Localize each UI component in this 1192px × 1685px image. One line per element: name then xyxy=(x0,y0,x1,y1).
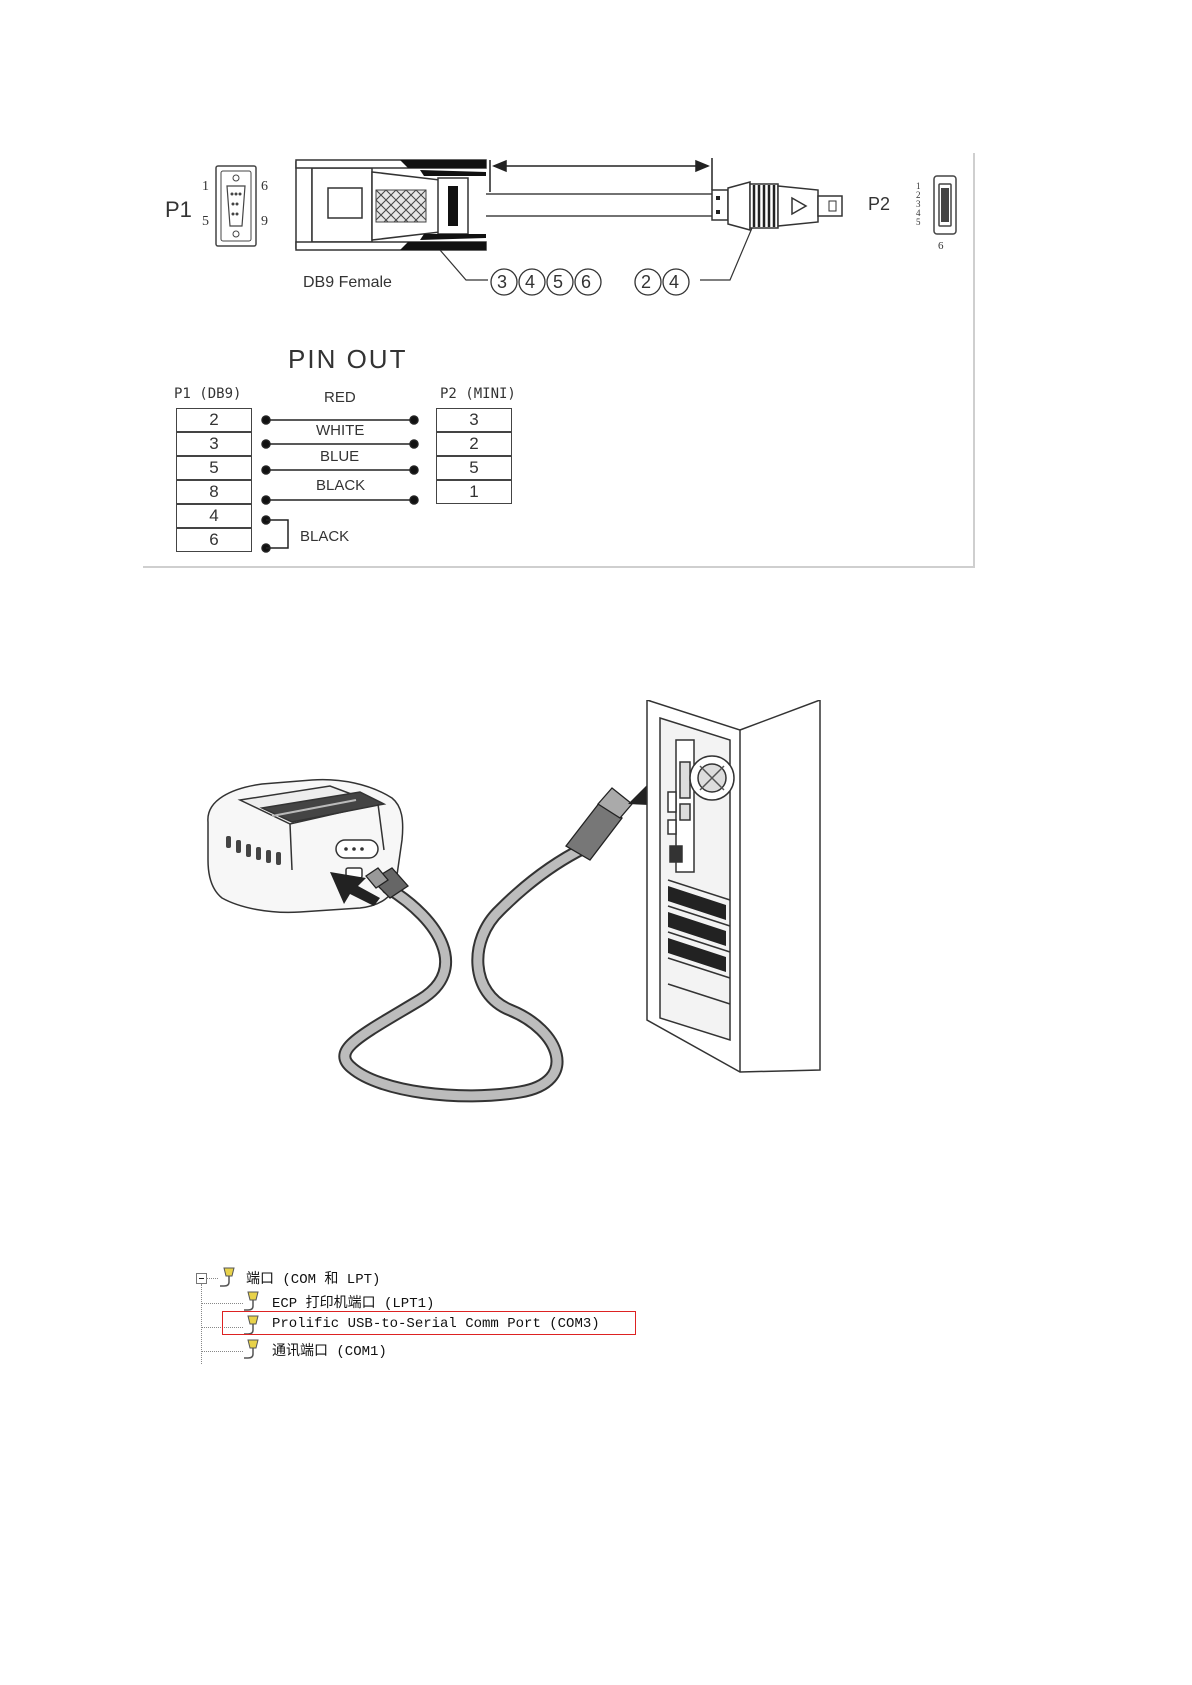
wire-label: BLUE xyxy=(320,448,359,465)
port-plug-icon xyxy=(242,1338,264,1360)
collapse-toggle-icon[interactable] xyxy=(196,1273,207,1284)
port-plug-icon xyxy=(218,1266,240,1288)
wire-label: RED xyxy=(324,389,356,406)
wire-label: BLACK xyxy=(316,477,365,494)
port-plug-icon xyxy=(242,1290,264,1312)
pinout-wires xyxy=(0,0,1192,600)
tree-item-lpt1[interactable]: ECP 打印机端口 (LPT1) xyxy=(272,1292,434,1312)
wire-label-ground: BLACK xyxy=(300,528,349,545)
tree-root-label[interactable]: 端口 (COM 和 LPT) xyxy=(246,1268,380,1288)
printer-icon xyxy=(208,780,403,913)
pc-tower-icon xyxy=(647,700,820,1072)
tree-item-com1[interactable]: 通讯端口 (COM1) xyxy=(272,1340,387,1360)
wire-label: WHITE xyxy=(316,422,364,439)
connection-illustration xyxy=(0,700,1192,1120)
tree-item-com3[interactable]: Prolific USB-to-Serial Comm Port (COM3) xyxy=(272,1316,600,1332)
port-plug-icon xyxy=(242,1314,264,1336)
com3-highlight-box xyxy=(222,1311,636,1335)
usb-a-plug-icon xyxy=(566,788,632,860)
